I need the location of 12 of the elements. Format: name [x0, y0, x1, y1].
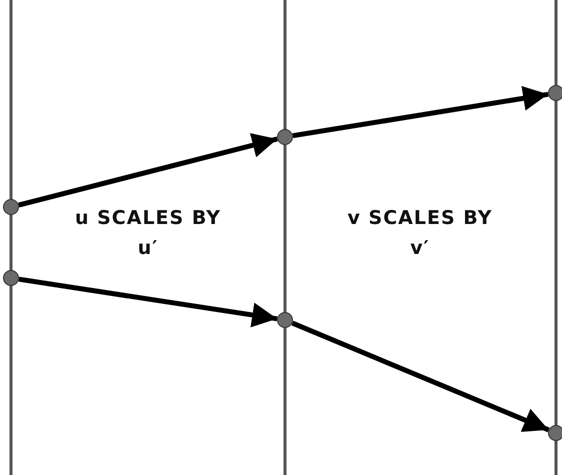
point-marker	[548, 425, 562, 441]
arrow	[291, 320, 550, 432]
point-marker	[3, 199, 19, 215]
arrow	[292, 86, 548, 138]
point-marker	[277, 312, 293, 328]
point-marker	[548, 85, 562, 101]
arrow	[18, 276, 278, 328]
point-marker	[3, 270, 19, 286]
point-marker	[277, 129, 293, 145]
arrow	[18, 133, 278, 208]
annotation-text: v SCALES BY v′	[346, 206, 494, 261]
annotation-text: u SCALES BY u′	[74, 206, 222, 261]
